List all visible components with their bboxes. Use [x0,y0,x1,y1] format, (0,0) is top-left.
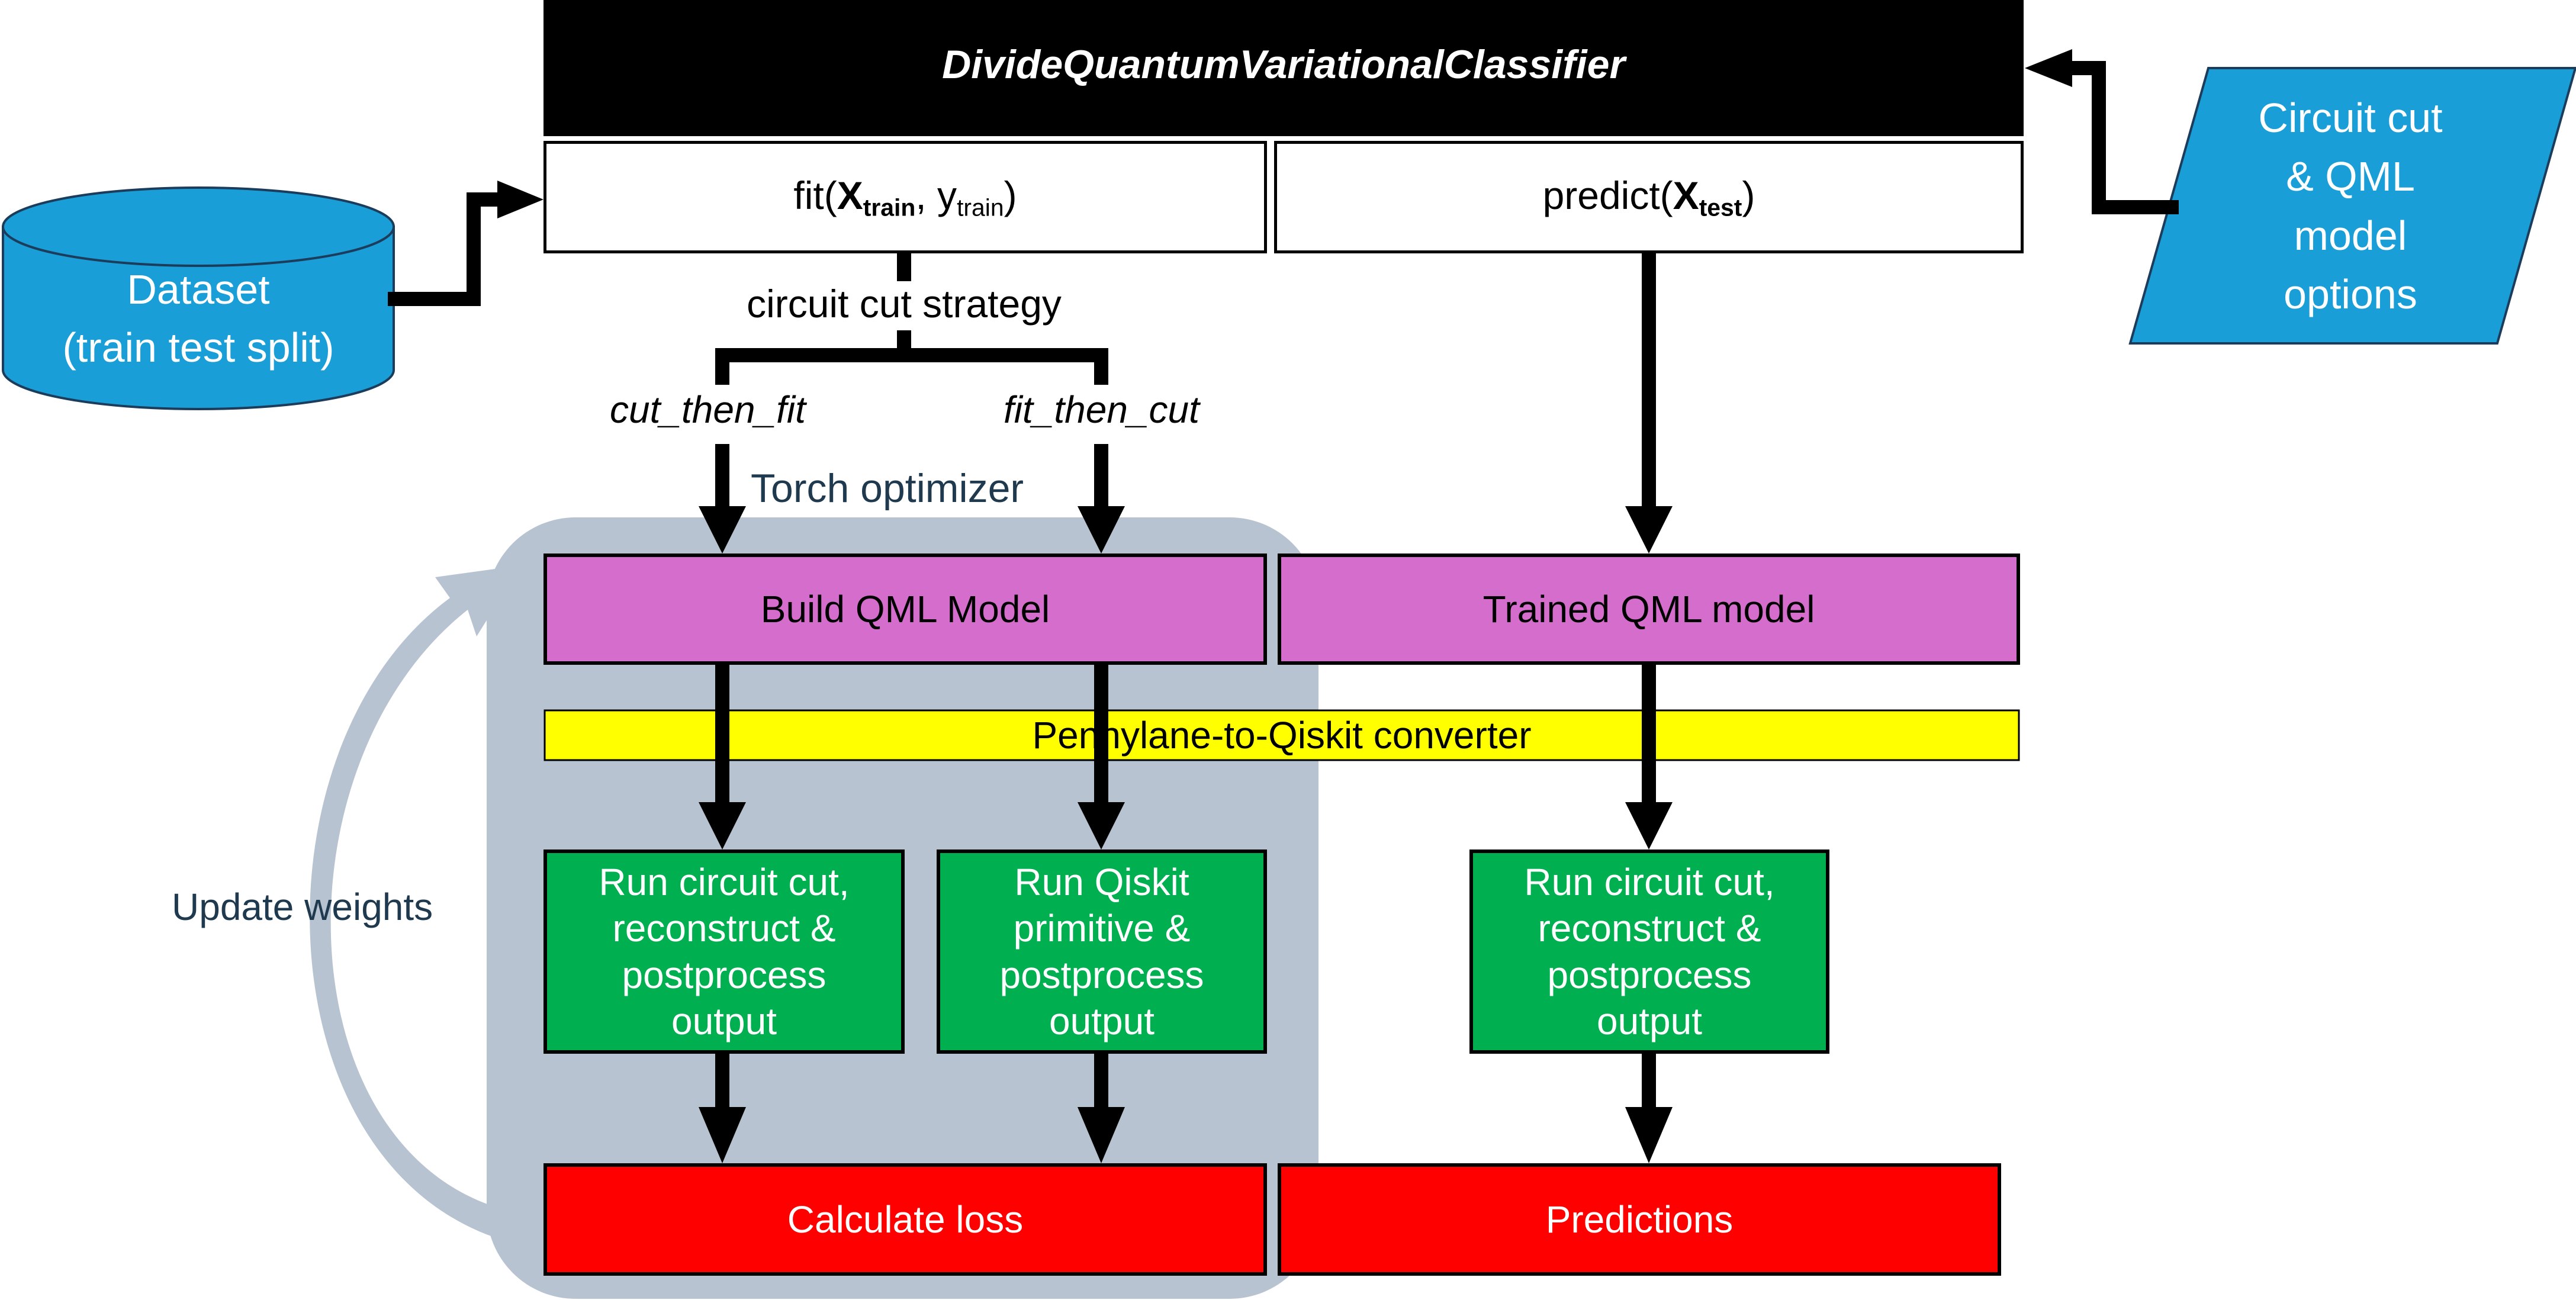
run-left-to-loss-arrowhead [699,1107,746,1163]
fit-then-cut-arrowhead [1078,506,1125,554]
run-right-to-predictions-arrowhead [1625,1107,1673,1163]
converter-bar [543,709,2020,761]
title-bar [543,0,2024,136]
branch-left-label: cut_then_fit [610,388,806,431]
trained-model-box: Trained QML model [1278,554,2020,665]
strategy-fork-right [904,348,1108,385]
build-to-run-left-arrowhead [699,802,746,849]
fit-method-box: fit(Xtrain, ytrain) [543,141,1267,253]
update-weights-label: Update weights [172,886,433,928]
dataset-cylinder [2,186,395,410]
converter-label: Pennylane-to-Qiskit converter [1032,714,1532,757]
optimizer-label: Torch optimizer [751,466,1024,511]
options-to-title-connector [2067,61,2179,214]
fit-method-label: fit(Xtrain, ytrain) [793,173,1017,221]
predictions-box: Predictions [1278,1163,2001,1276]
run-qiskit-box: Run Qiskit primitive & postprocess outpu… [937,849,1267,1054]
options-parallelogram [2128,67,2576,345]
predict-method-box: predict(Xtest) [1274,141,2024,253]
predict-to-trained-arrowhead [1625,506,1673,554]
trained-to-run-right-arrowhead [1625,802,1673,849]
update-weights-arrow [310,565,521,1242]
calculate-loss-box: Calculate loss [543,1163,1267,1276]
classifier-title: DivideQuantumVariationalClassifier [942,42,1625,87]
run-cut-left-box: Run circuit cut, reconstruct & postproce… [543,849,905,1054]
build-to-run-qiskit-arrowhead [1078,802,1125,849]
branch-right-label: fit_then_cut [1004,388,1199,431]
dataset-to-fit-arrowhead [497,181,543,218]
dataset-to-fit-connector [388,192,502,306]
dataset-label: Dataset (train test split) [62,266,335,371]
cut-then-fit-arrowhead [699,506,746,554]
strategy-label: circuit cut strategy [726,281,1082,326]
build-model-box: Build QML Model [543,554,1267,665]
run-qiskit-to-loss-arrowhead [1078,1107,1125,1163]
options-label: Circuit cut & QML model options [2258,95,2443,318]
predict-method-label: predict(Xtest) [1542,173,1755,221]
run-cut-right-box: Run circuit cut, reconstruct & postproce… [1469,849,1829,1054]
options-to-title-arrowhead [2025,49,2072,87]
strategy-fork-connector [715,330,911,385]
